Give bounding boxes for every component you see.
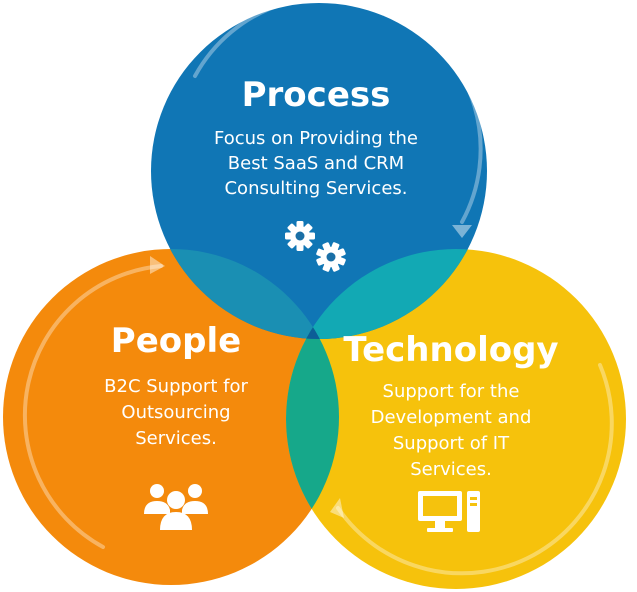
people-line-3: Services.: [135, 428, 217, 449]
process-arc-arrow: [193, 0, 483, 224]
technology-arrowhead: [330, 498, 344, 518]
technology-line-1: Support for the: [383, 381, 520, 402]
process-circle: [151, 3, 487, 339]
group-icon: [144, 484, 208, 530]
people-arrowhead: [150, 256, 165, 274]
technology-line-2: Development and: [371, 407, 532, 428]
people-title: People: [111, 321, 241, 361]
people-arc-arrow: [22, 264, 163, 549]
process-line-3: Consulting Services.: [224, 178, 407, 199]
technology-circle: [286, 249, 626, 589]
technology-title: Technology: [343, 330, 558, 370]
computer-icon: [418, 491, 480, 532]
technology-arc-arrow: [336, 363, 614, 576]
technology-line-4: Services.: [410, 459, 492, 480]
people-line-1: B2C Support for: [104, 376, 248, 397]
process-arrowhead: [452, 225, 472, 238]
people-circle: [3, 249, 339, 585]
technology-line-3: Support of IT: [393, 433, 510, 454]
process-title: Process: [242, 75, 391, 115]
process-line-1: Focus on Providing the: [214, 128, 418, 149]
people-line-2: Outsourcing: [121, 402, 230, 423]
process-line-2: Best SaaS and CRM: [228, 153, 404, 174]
gears-icon: [285, 221, 346, 272]
